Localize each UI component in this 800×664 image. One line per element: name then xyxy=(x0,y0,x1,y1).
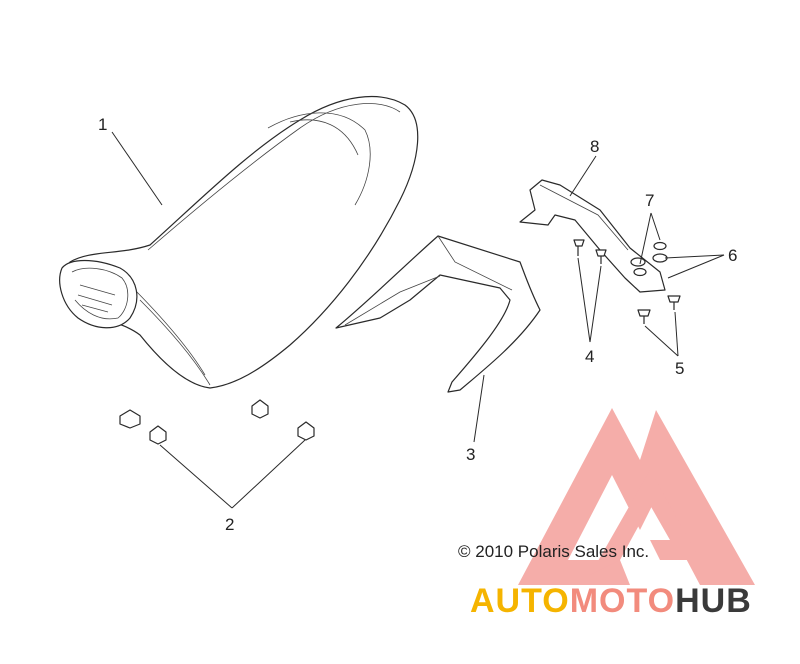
leader-5a xyxy=(644,325,679,357)
watermark-brand-moto: MOTO xyxy=(570,582,675,620)
rear-cover-body xyxy=(335,235,541,393)
nut-1 xyxy=(119,409,141,429)
nut-2 xyxy=(149,425,167,445)
leader-6a xyxy=(664,254,725,259)
nut-3 xyxy=(251,399,269,419)
callout-5: 5 xyxy=(675,359,684,378)
rear-cover-edge-2 xyxy=(344,275,441,326)
rear-cover-edge xyxy=(437,235,513,291)
bolt-4a xyxy=(573,239,585,256)
watermark-logo xyxy=(518,408,755,585)
leader-5b xyxy=(674,311,679,357)
leader-6b xyxy=(667,254,725,279)
seat-top-seam xyxy=(147,103,401,251)
callout-6: 6 xyxy=(728,246,737,265)
leader-4a xyxy=(577,257,591,343)
washer-7b xyxy=(653,241,667,251)
leader-4b xyxy=(589,265,602,343)
leader-3 xyxy=(473,374,485,443)
watermark-brand-auto: AUTO xyxy=(470,582,570,620)
seat-rear-hump xyxy=(267,112,371,206)
leader-8 xyxy=(569,155,597,197)
watermark-brand: AUTOMOTOHUB xyxy=(470,582,752,620)
watermark-brand-hub: HUB xyxy=(675,582,752,620)
grab-handle-tube xyxy=(539,184,629,251)
seat-assembly xyxy=(59,95,419,389)
logo-inner-g xyxy=(590,470,700,575)
leader-7a xyxy=(639,212,652,265)
callout-1: 1 xyxy=(98,115,107,134)
bolt-5a xyxy=(637,309,651,324)
callout-3: 3 xyxy=(466,445,475,464)
seat-side-edge xyxy=(139,299,211,386)
washer-6b xyxy=(652,253,668,263)
seat-rear-hump-inner xyxy=(289,119,359,156)
callout-2: 2 xyxy=(225,515,234,534)
callout-4: 4 xyxy=(585,347,594,366)
nuts-group xyxy=(119,399,315,445)
grab-handle-body xyxy=(519,179,666,293)
leader-2b xyxy=(231,439,306,509)
grab-handle xyxy=(519,179,666,293)
hardware xyxy=(573,239,681,324)
nut-4 xyxy=(297,421,315,441)
seat-front-ribs xyxy=(77,284,116,313)
callout-7: 7 xyxy=(645,191,654,210)
seat-front-end xyxy=(59,259,138,329)
bolt-5b xyxy=(667,295,681,310)
leader-7b xyxy=(650,212,661,241)
leader-2a xyxy=(159,444,233,509)
callout-labels: 1 2 3 4 5 6 7 8 xyxy=(98,115,737,534)
copyright-text: © 2010 Polaris Sales Inc. xyxy=(458,542,649,561)
seat-body xyxy=(63,95,419,389)
callout-8: 8 xyxy=(590,137,599,156)
seat-side-edge-2 xyxy=(129,284,206,376)
washer-6a xyxy=(630,257,646,267)
leader-lines xyxy=(111,131,725,509)
washer-7a xyxy=(633,267,647,277)
rear-cover xyxy=(335,235,541,393)
bolt-4b xyxy=(595,249,607,264)
leader-1 xyxy=(111,131,163,206)
seat-front-inner xyxy=(71,267,129,320)
